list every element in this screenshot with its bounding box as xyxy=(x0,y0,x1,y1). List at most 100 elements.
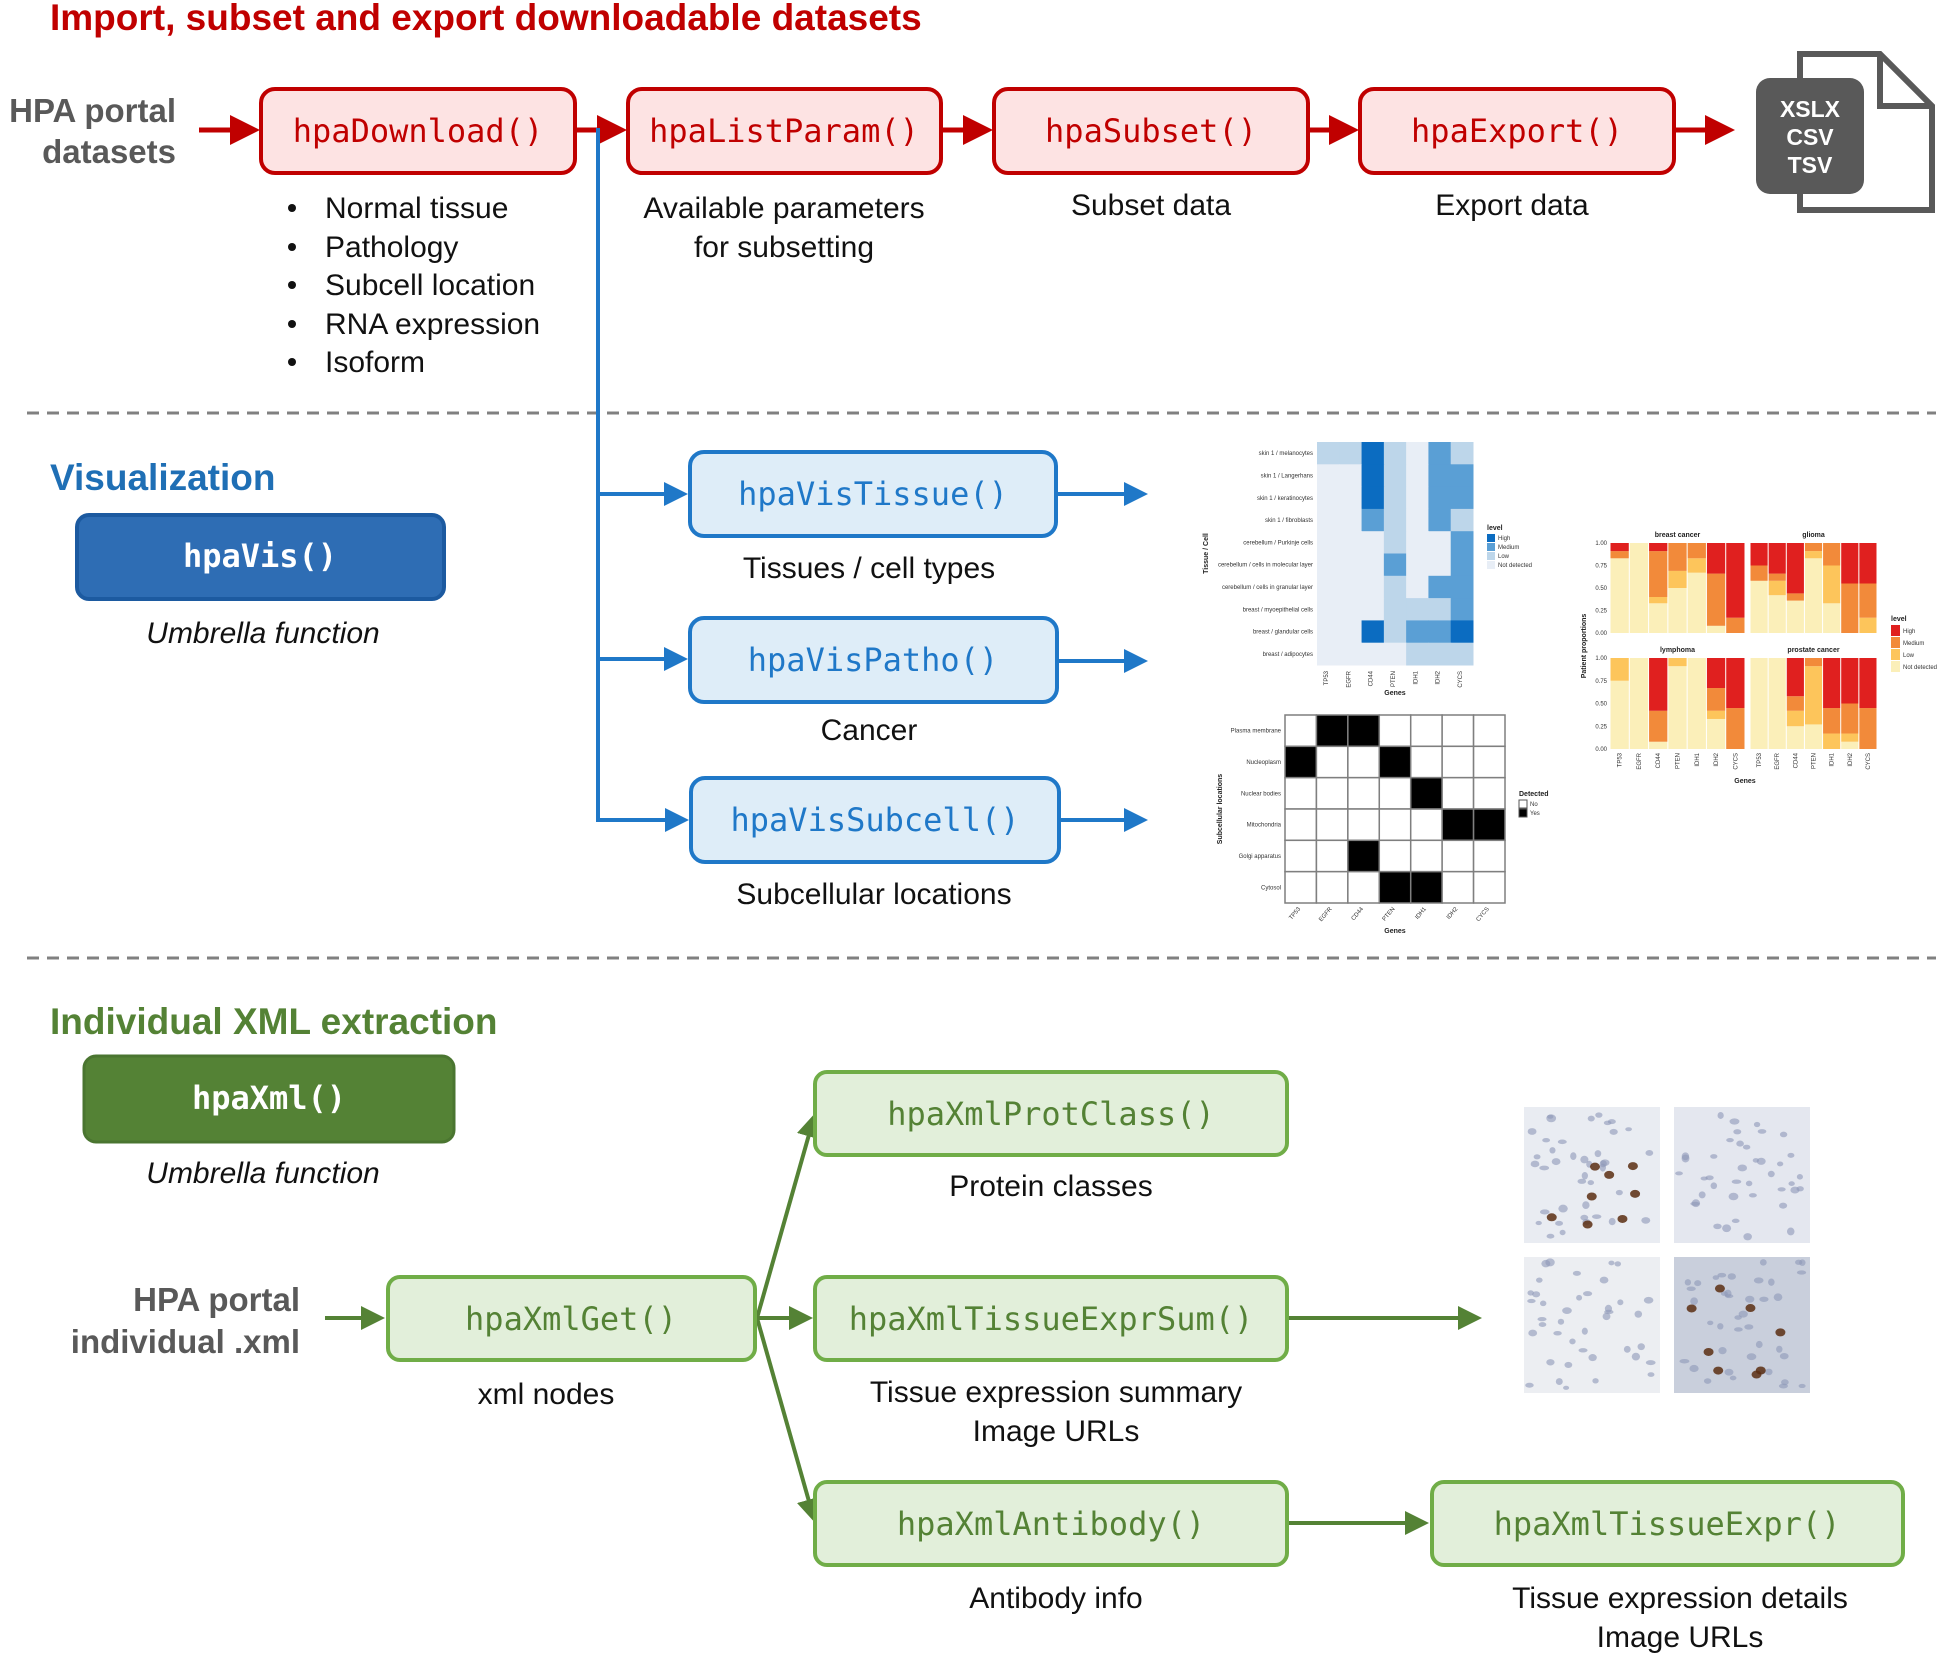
heatmap-cell xyxy=(1339,464,1363,488)
hpaVisSubcell-box[interactable]: hpaVisSubcell() xyxy=(689,776,1061,864)
heatmap-cell xyxy=(1409,839,1443,873)
heatmap-cell xyxy=(1406,642,1429,666)
cell-nucleus xyxy=(1745,1180,1753,1187)
row-label: skin 1 / melanocytes xyxy=(1259,451,1313,457)
cell-nucleus xyxy=(1587,1180,1595,1186)
hpaExport-label: hpaExport() xyxy=(1411,112,1623,150)
heatmap-cell xyxy=(1361,442,1385,465)
cell-nucleus xyxy=(1767,1170,1775,1178)
image-background xyxy=(1524,1257,1660,1393)
bar-segment xyxy=(1706,688,1726,711)
cell-nucleus xyxy=(1753,1121,1761,1128)
heatmap-cell xyxy=(1428,531,1452,554)
cell-nucleus xyxy=(1577,1178,1587,1184)
heatmap-cell xyxy=(1409,714,1443,748)
cell-nucleus xyxy=(1675,1171,1683,1176)
cell-nucleus xyxy=(1581,1172,1589,1180)
hpaXmlGet-box[interactable]: hpaXmlGet() xyxy=(386,1275,757,1362)
x-tick-label: IDH1 xyxy=(1695,752,1701,766)
heatmap-cell xyxy=(1284,714,1318,748)
cell-nucleus xyxy=(1690,1297,1698,1305)
hpaDownload-box[interactable]: hpaDownload() xyxy=(259,87,577,175)
bar-segment xyxy=(1823,565,1841,604)
heatmap-cell xyxy=(1450,442,1474,465)
cell-nucleus xyxy=(1776,1161,1784,1167)
hpaListParam-box[interactable]: hpaListParam() xyxy=(626,87,943,175)
x-axis-label: Genes xyxy=(1384,928,1406,935)
bar-segment xyxy=(1750,543,1768,566)
bar-segment xyxy=(1786,543,1804,594)
list-item: Pathology xyxy=(288,231,458,264)
cell-nucleus xyxy=(1530,1160,1540,1168)
heatmap-cell xyxy=(1472,808,1506,842)
heatmap-cell xyxy=(1339,553,1363,577)
cell-nucleus xyxy=(1733,1129,1742,1135)
stained-cell xyxy=(1713,1366,1724,1375)
heatmap-cell xyxy=(1317,642,1340,666)
xml-source-line1: HPA portal xyxy=(133,1281,300,1318)
cell-nucleus xyxy=(1525,1382,1534,1388)
cell-nucleus xyxy=(1570,1152,1577,1160)
download-dataset-list: Normal tissue Pathology Subcell location… xyxy=(288,192,540,379)
hpaXmlTissueExprSum-label: hpaXmlTissueExprSum() xyxy=(849,1300,1254,1338)
heatmap-cell xyxy=(1383,598,1407,621)
hpaExport-box[interactable]: hpaExport() xyxy=(1358,87,1676,175)
heatmap-cell xyxy=(1406,486,1429,510)
panel-title: breast cancer xyxy=(1655,532,1701,539)
heatmap-cell xyxy=(1347,776,1381,810)
heatmap-cell xyxy=(1450,508,1474,532)
row-label: Plasma membrane xyxy=(1231,729,1282,735)
column-label: TP53 xyxy=(1324,670,1330,685)
list-item-label: Isoform xyxy=(325,346,425,379)
hpaSubset-box[interactable]: hpaSubset() xyxy=(992,87,1310,175)
cell-nucleus xyxy=(1717,1111,1724,1119)
y-tick-label: 0.75 xyxy=(1595,679,1607,685)
cell-nucleus xyxy=(1546,1359,1555,1366)
stained-cell xyxy=(1617,1214,1628,1223)
bar-segment xyxy=(1668,666,1687,749)
y-axis-label: Patient proportions xyxy=(1581,614,1588,679)
cell-nucleus xyxy=(1755,1340,1763,1349)
cell-nucleus xyxy=(1736,1140,1744,1147)
heatmap-cell xyxy=(1284,776,1318,810)
cell-nucleus xyxy=(1781,1379,1789,1386)
hpaXmlTissueExprSum-box[interactable]: hpaXmlTissueExprSum() xyxy=(813,1275,1289,1362)
cell-nucleus xyxy=(1759,1296,1769,1302)
ihc-tissue-images xyxy=(1524,1107,1810,1393)
hpaXmlAntibody-box[interactable]: hpaXmlAntibody() xyxy=(813,1480,1289,1567)
bar-segment xyxy=(1786,726,1804,749)
heatmap-cell xyxy=(1383,620,1407,644)
bar-segment xyxy=(1768,658,1786,749)
bar-segment xyxy=(1649,603,1668,633)
heatmap-cell xyxy=(1339,642,1363,666)
cell-nucleus xyxy=(1788,1181,1795,1186)
heatmap-cell xyxy=(1441,776,1475,810)
bar-segment xyxy=(1750,658,1768,749)
cell-nucleus xyxy=(1588,1354,1597,1362)
legend-label: High xyxy=(1903,629,1915,635)
x-axis-label: Genes xyxy=(1384,690,1406,697)
cell-nucleus xyxy=(1787,1152,1795,1158)
bar-segment xyxy=(1726,658,1745,709)
stained-cell xyxy=(1714,1284,1725,1293)
column-label: CD44 xyxy=(1369,670,1375,686)
bar-segment xyxy=(1859,708,1877,749)
hpaXml-box[interactable]: hpaXml() xyxy=(82,1054,456,1144)
hpaVisTissue-box[interactable]: hpaVisTissue() xyxy=(688,450,1058,538)
image-background xyxy=(1674,1257,1810,1393)
hpaVis-box[interactable]: hpaVis() xyxy=(75,513,446,601)
x-tick-label: PTEN xyxy=(1676,753,1682,769)
cell-nucleus xyxy=(1539,1300,1547,1307)
hpaVisPatho-box[interactable]: hpaVisPatho() xyxy=(688,616,1059,704)
bar-segment xyxy=(1768,580,1786,596)
stained-cell xyxy=(1589,1162,1600,1171)
heatmap-cell xyxy=(1378,870,1412,904)
cell-nucleus xyxy=(1710,1154,1718,1159)
hpaXmlTissueExpr-box[interactable]: hpaXmlTissueExpr() xyxy=(1430,1480,1905,1567)
cell-nucleus xyxy=(1617,1299,1624,1306)
bar-segment xyxy=(1610,558,1629,633)
hpaXmlProtClass-box[interactable]: hpaXmlProtClass() xyxy=(813,1070,1289,1157)
y-tick-label: 0.50 xyxy=(1595,586,1607,592)
bar-segment xyxy=(1668,658,1687,667)
cell-nucleus xyxy=(1594,1150,1602,1158)
